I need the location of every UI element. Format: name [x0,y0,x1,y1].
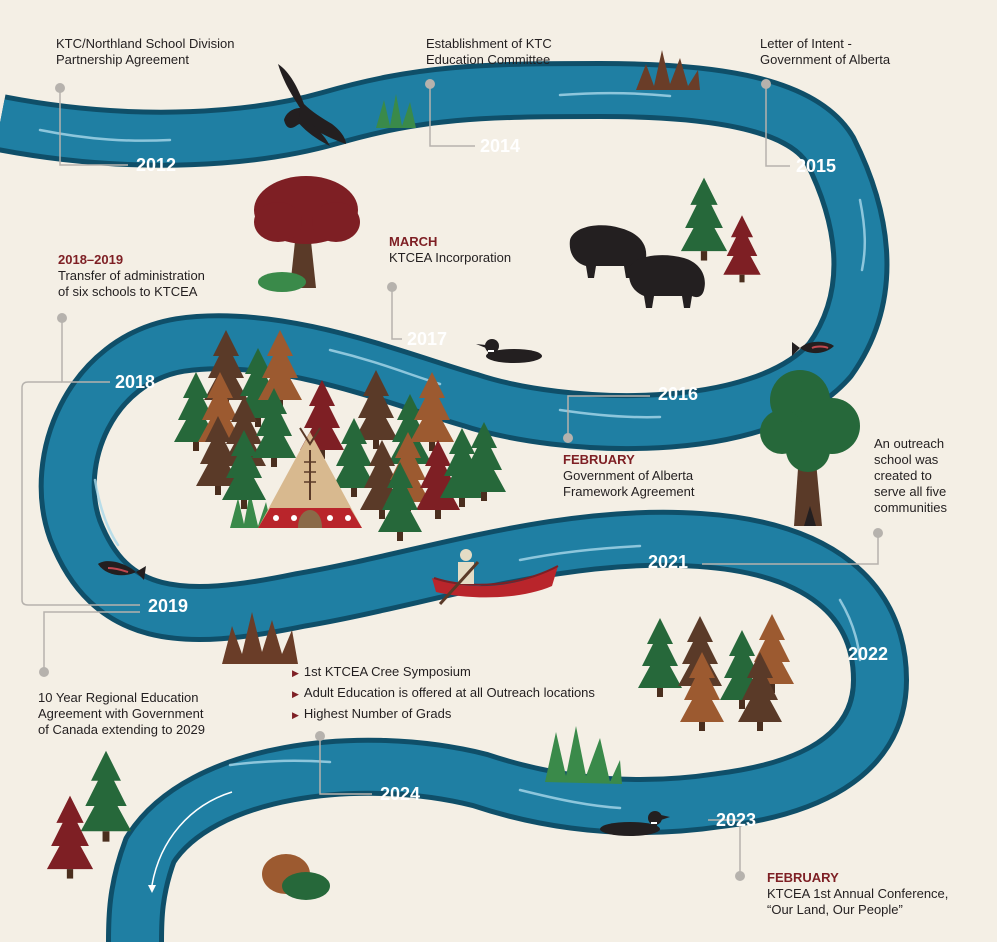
milestone-2021-text: An outreach school was created to serve … [874,436,947,515]
loon-icon [600,811,670,836]
grass-icon [230,94,622,784]
river [0,60,910,942]
flow-arrow-icon [148,791,233,893]
milestone-2018-text: 2018–2019 Transfer of administration of … [58,252,205,299]
milestone-2014-text: Establishment of KTC Education Committee [426,36,552,67]
tree-icon [254,176,360,292]
canoe-icon [432,549,559,606]
milestone-2017-text: MARCH KTCEA Incorporation [389,234,512,265]
year-2017: 2017 [407,329,448,349]
connector-dots [39,79,883,881]
year-2023: 2023 [716,810,757,830]
fish-icon [792,341,834,356]
milestone-2024-text: 10 Year Regional Education Agreement wit… [38,690,205,737]
fish-icon [98,561,146,580]
connector-lines [21,84,879,876]
year-2019: 2019 [148,596,189,616]
bush-icon [262,854,330,900]
bullet-triangle-icon: ▶ [292,668,299,678]
tree-icon [760,370,860,526]
list-item: ▶Highest Number of Grads [292,706,452,721]
year-2024: 2024 [380,784,421,804]
eagle-icon [278,64,346,146]
milestone-2023-text: FEBRUARY KTCEA 1st Annual Conference, “O… [767,870,949,917]
teepee-icon [258,427,362,528]
year-2012: 2012 [136,155,177,175]
year-2022: 2022 [848,644,889,664]
list-item: ▶1st KTCEA Cree Symposium [292,664,471,679]
year-2018: 2018 [115,372,156,392]
loon-icon [476,339,542,363]
pine-tree-icon [638,614,794,731]
milestone-2015-text: Letter of Intent - Government of Alberta [760,36,891,67]
milestone-2012-text: KTC/Northland School Division Partnershi… [56,36,235,67]
grass-icon [222,50,700,664]
milestone-2016-text: FEBRUARY Government of Alberta Framework… [563,452,695,499]
year-2014: 2014 [480,136,521,156]
highlights-list: ▶1st KTCEA Cree Symposium ▶Adult Educati… [292,662,595,725]
bullet-triangle-icon: ▶ [292,689,299,699]
list-item: ▶Adult Education is offered at all Outre… [292,685,595,700]
year-2015: 2015 [796,156,837,176]
bullet-triangle-icon: ▶ [292,710,299,720]
year-2016: 2016 [658,384,699,404]
bison-icon [569,225,705,308]
year-2021: 2021 [648,552,689,572]
